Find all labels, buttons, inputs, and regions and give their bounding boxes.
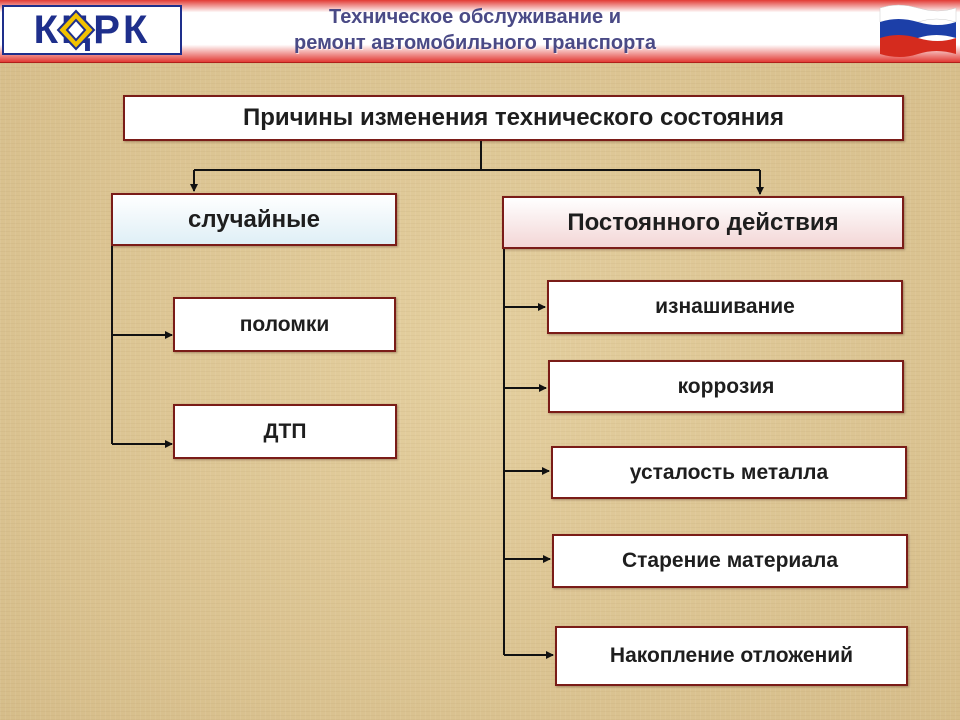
item-box-breakdowns: поломки	[173, 297, 396, 352]
logo: КЦРК	[2, 5, 182, 55]
item-box-deposits: Накопление отложений	[555, 626, 908, 686]
item-box-material-aging: Старение материала	[552, 534, 908, 588]
item-label: коррозия	[677, 374, 775, 398]
item-label: усталость металла	[629, 460, 829, 484]
category-label: случайные	[188, 205, 320, 233]
title-line-1: Техническое обслуживание и	[328, 6, 622, 28]
russian-flag-icon	[879, 4, 957, 57]
emblem-icon	[56, 9, 96, 51]
page-title: Техническое обслуживание и ремонт автомо…	[190, 4, 760, 56]
item-label: изнашивание	[655, 295, 795, 318]
title-line-2: ремонт автомобильного транспорта	[294, 32, 656, 54]
item-box-accidents: ДТП	[173, 404, 397, 459]
root-box: Причины изменения технического состояния	[123, 95, 904, 141]
item-box-wear: изнашивание	[547, 280, 903, 334]
header-bar: КЦРК Техническое обслуживание и ремонт а…	[0, 0, 960, 63]
item-label: поломки	[239, 312, 330, 336]
item-label: ДТП	[263, 419, 307, 443]
category-box-permanent: Постоянного действия	[502, 196, 904, 249]
item-label: Старение материала	[621, 549, 839, 572]
item-box-corrosion: коррозия	[548, 360, 904, 413]
root-label: Причины изменения технического состояния	[242, 104, 785, 131]
item-label: Накопление отложений	[609, 644, 854, 667]
item-box-metal-fatigue: усталость металла	[551, 446, 907, 499]
category-box-random: случайные	[111, 193, 397, 246]
category-label: Постоянного действия	[567, 208, 839, 236]
